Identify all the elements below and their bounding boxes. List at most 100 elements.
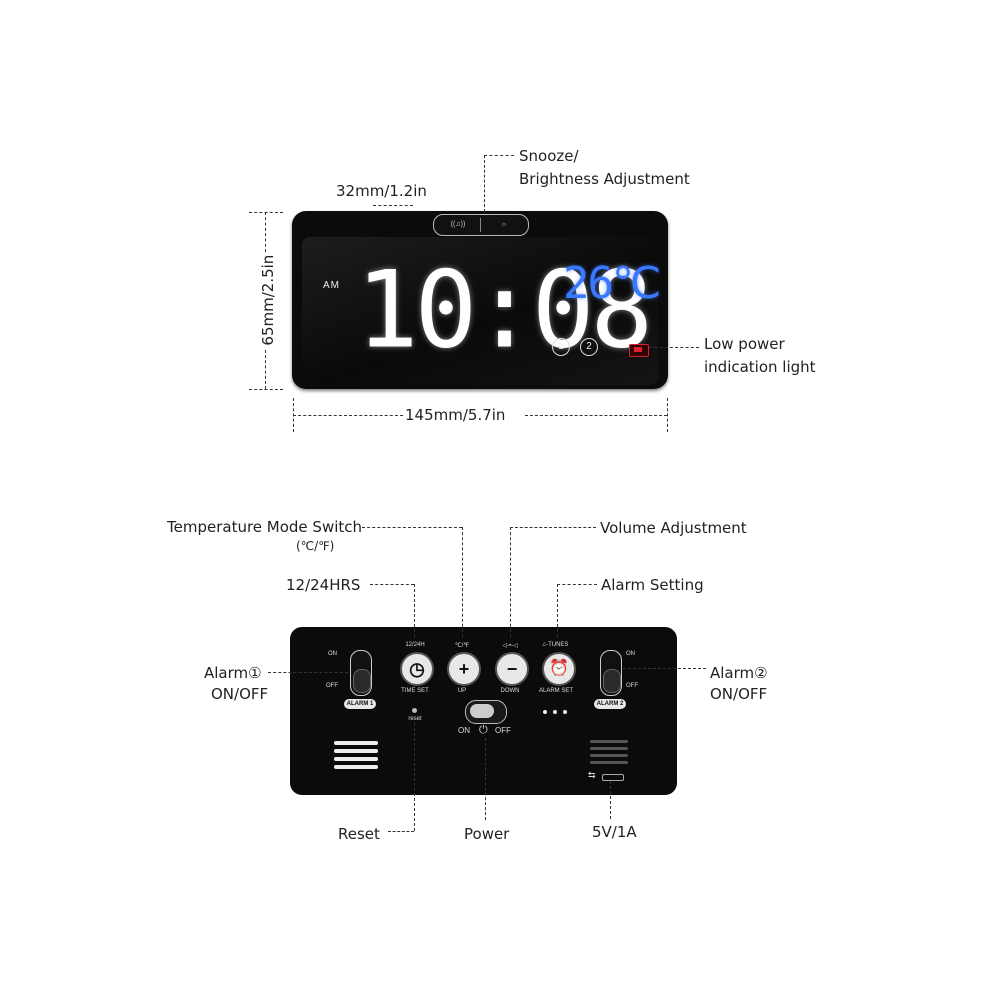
up-button[interactable]: + bbox=[447, 652, 481, 686]
temp-mode-line-h bbox=[362, 527, 462, 528]
temp-mode-label-2: (℃/℉) bbox=[296, 539, 335, 553]
alarm2-off-label: OFF bbox=[626, 683, 638, 689]
alarm-set-label: ALARM SET bbox=[538, 688, 573, 694]
indicator-dot bbox=[563, 710, 567, 714]
alarm2-line bbox=[618, 668, 706, 669]
down-label: DOWN bbox=[500, 688, 520, 694]
plus-icon: + bbox=[458, 659, 470, 679]
power-label: Power bbox=[464, 825, 510, 843]
alarm1-switch-knob[interactable] bbox=[353, 669, 371, 693]
alarm1-label-2: ON/OFF bbox=[211, 685, 269, 703]
clock-icon: ◷ bbox=[409, 659, 425, 679]
alarm2-indicator-icon: 2 bbox=[580, 338, 598, 356]
minus-icon: − bbox=[506, 659, 518, 679]
reset-panel-label: reset bbox=[408, 716, 422, 722]
speaker-vent bbox=[334, 741, 378, 745]
usb-icon: ⇆ bbox=[588, 770, 596, 780]
alarm2-switch-knob[interactable] bbox=[603, 669, 621, 693]
down-button[interactable]: − bbox=[495, 652, 529, 686]
snooze-icon: ((♫)) bbox=[450, 221, 466, 228]
volume-line-v bbox=[510, 527, 511, 637]
height-label: 65mm/2.5in bbox=[258, 254, 277, 346]
indicator-dot bbox=[553, 710, 557, 714]
alarm2-tag: ALARM 2 bbox=[594, 699, 626, 709]
reset-line-h bbox=[388, 831, 414, 832]
alarm-setting-line-h bbox=[557, 584, 597, 585]
power-on-label: ON bbox=[458, 726, 470, 735]
alarm2-on-label: ON bbox=[626, 651, 635, 657]
reset-label: Reset bbox=[338, 825, 380, 843]
height-line-bottom bbox=[265, 350, 266, 389]
clock-screen bbox=[302, 237, 658, 385]
depth-label: 32mm/1.2in bbox=[336, 182, 427, 200]
low-power-callout-line bbox=[649, 347, 699, 348]
speaker-vent bbox=[334, 749, 378, 753]
depth-line bbox=[373, 205, 413, 206]
alarm1-tag: ALARM 1 bbox=[344, 699, 376, 709]
light-icon: ☼ bbox=[500, 221, 508, 228]
vent-slot bbox=[590, 754, 628, 757]
alarm1-on-label: ON bbox=[328, 651, 337, 657]
temp-mode-label-1: Temperature Mode Switch bbox=[167, 518, 363, 536]
alarm2-label-2: ON/OFF bbox=[710, 685, 768, 703]
snooze-callout-line-h bbox=[484, 155, 514, 156]
width-line-right bbox=[525, 415, 667, 416]
width-line-left bbox=[293, 415, 403, 416]
button-divider bbox=[480, 218, 481, 232]
alarm2-label-1: Alarm② bbox=[710, 664, 768, 682]
low-power-indicator-icon bbox=[629, 344, 649, 357]
power-line bbox=[485, 738, 486, 820]
volume-line-h bbox=[510, 527, 596, 528]
usb-port[interactable] bbox=[602, 774, 624, 781]
height-bottom-tick bbox=[249, 389, 283, 390]
alarm1-label-1: Alarm① bbox=[204, 664, 262, 682]
hrs-line-v bbox=[414, 584, 415, 637]
indicator-dot bbox=[543, 710, 547, 714]
volume-label: Volume Adjustment bbox=[600, 519, 747, 537]
time-set-label: TIME SET bbox=[401, 688, 429, 694]
alarm1-off-label: OFF bbox=[326, 683, 338, 689]
alarm-setting-label: Alarm Setting bbox=[601, 576, 704, 594]
snooze-callout-line bbox=[484, 155, 485, 212]
width-label: 145mm/5.7in bbox=[405, 406, 506, 424]
time-set-button[interactable]: ◷ bbox=[400, 652, 434, 686]
usb-line bbox=[610, 781, 611, 819]
alarm1-switch[interactable] bbox=[350, 650, 372, 696]
btn-12-24-label: 12/24H bbox=[405, 642, 425, 648]
alarm-setting-line-v bbox=[557, 584, 558, 637]
snooze-label-2: Brightness Adjustment bbox=[519, 170, 690, 188]
btn-vol-label: ◁-•-◁ bbox=[502, 643, 518, 649]
alarm1-line bbox=[268, 672, 348, 673]
snooze-brightness-button[interactable]: ((♫)) ☼ bbox=[433, 214, 529, 236]
btn-cf-label: ℃/℉ bbox=[454, 643, 470, 649]
alarm-set-button[interactable]: ⏰ bbox=[542, 652, 576, 686]
power-icon: ⏻ bbox=[479, 724, 488, 736]
vent-slot bbox=[590, 761, 628, 764]
speaker-vent bbox=[334, 765, 378, 769]
temperature-display: 26℃ bbox=[563, 258, 661, 309]
speaker-vent bbox=[334, 757, 378, 761]
alarm2-switch[interactable] bbox=[600, 650, 622, 696]
power-off-label: OFF bbox=[495, 726, 511, 735]
up-label: UP bbox=[457, 688, 467, 694]
hrs-label: 12/24HRS bbox=[286, 576, 361, 594]
time-display: 10:08 bbox=[356, 247, 653, 373]
height-line-top bbox=[265, 212, 266, 252]
height-top-tick bbox=[249, 212, 283, 213]
hrs-line-h bbox=[370, 584, 414, 585]
power-switch[interactable] bbox=[465, 700, 507, 724]
vent-slot bbox=[590, 747, 628, 750]
ampm-indicator: AM bbox=[323, 280, 340, 291]
btn-tunes-label: ♫-TUNES bbox=[541, 642, 569, 648]
alarm-clock-icon: ⏰ bbox=[549, 660, 569, 677]
temp-mode-line-v bbox=[462, 527, 463, 637]
reset-line-v bbox=[414, 723, 415, 831]
low-power-label-1: Low power bbox=[704, 335, 785, 353]
power-switch-knob[interactable] bbox=[470, 704, 494, 718]
low-power-label-2: indication light bbox=[704, 358, 816, 376]
vent-slot bbox=[590, 740, 628, 743]
width-right-tick bbox=[667, 398, 668, 432]
reset-button[interactable] bbox=[412, 708, 417, 713]
alarm1-indicator-icon: 1 bbox=[552, 338, 570, 356]
snooze-label-1: Snooze/ bbox=[519, 147, 579, 165]
